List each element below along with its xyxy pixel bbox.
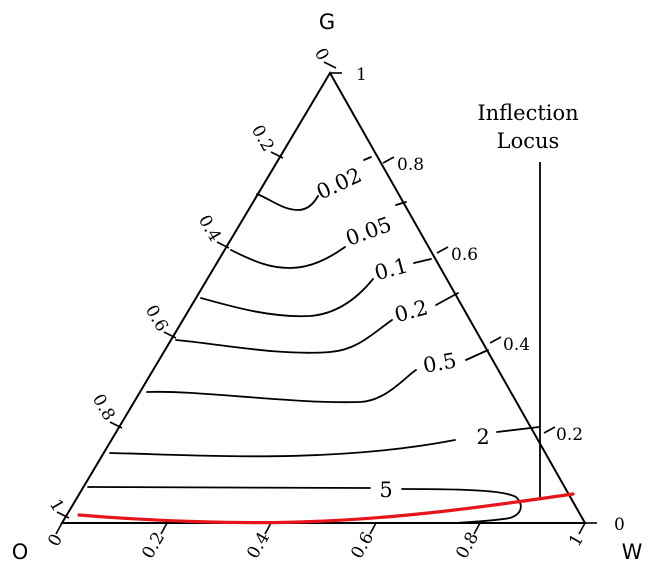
bottom-tick-label-0.6: 0.6: [347, 529, 378, 562]
contour-2-tail: [496, 426, 540, 433]
contour-lines: [87, 156, 540, 524]
vertex-label-g: G: [319, 10, 335, 34]
right-edge-ticks: [330, 72, 597, 524]
right-tick-label-0.2: 0.2: [556, 425, 583, 445]
contour-label-0.02: 0.02: [313, 163, 366, 205]
left-tick-label-0.2: 0.2: [247, 122, 278, 155]
bottom-edge-ticks: [55, 522, 586, 535]
contour-label-2: 2: [476, 425, 489, 449]
contour-label-0.05: 0.05: [343, 212, 395, 251]
right-tick-label-0.4: 0.4: [503, 335, 530, 355]
left-edge-ticks: [56, 61, 337, 519]
annotation-line-2: Locus: [497, 129, 560, 153]
inflection-locus-annotation: Inflection Locus: [477, 101, 578, 153]
bottom-tick-label-0.8: 0.8: [452, 529, 483, 562]
contour-2: [109, 439, 456, 458]
right-edge-labels: 1 0.8 0.6 0.4 0.2 0: [356, 65, 625, 535]
contour-label-0.5: 0.5: [421, 348, 458, 377]
vertex-label-w: W: [622, 540, 643, 564]
contour-0.05: [230, 246, 346, 269]
contour-0.02-tail: [363, 156, 372, 161]
triangle-frame: [60, 71, 587, 524]
annotation-line-1: Inflection: [477, 101, 578, 125]
left-tick-label-1: 1: [45, 496, 68, 515]
right-tick-label-1: 1: [356, 65, 367, 85]
right-tick-label-0.8: 0.8: [397, 155, 424, 175]
contour-label-5: 5: [379, 478, 392, 502]
contour-0.5: [146, 369, 417, 404]
contour-0.02: [256, 193, 319, 211]
right-tick-label-0: 0: [614, 515, 625, 535]
bottom-tick-label-1: 1: [565, 531, 588, 550]
contour-5: [87, 486, 371, 489]
left-tick-label-0.6: 0.6: [141, 302, 172, 335]
bottom-tick-label-0.2: 0.2: [138, 529, 169, 562]
contour-0.5-tail: [465, 349, 489, 361]
contour-label-0.1: 0.1: [372, 253, 410, 285]
left-tick-label-0.4: 0.4: [194, 212, 225, 245]
bottom-tick-label-0.4: 0.4: [243, 529, 274, 562]
contour-0.1: [200, 278, 374, 318]
left-edge-labels: 0 0.2 0.4 0.6 0.8 1: [45, 45, 333, 515]
vertex-label-o: O: [12, 540, 29, 564]
contour-0.1-tail: [413, 258, 432, 264]
contour-5-tail: [401, 488, 522, 524]
left-tick-label-0: 0: [310, 45, 333, 64]
contour-labels: 0.02 0.05 0.1 0.2 0.5 2 5: [313, 163, 490, 502]
contour-0.05-tail: [395, 201, 407, 206]
right-tick-label-0.6: 0.6: [451, 245, 478, 265]
bottom-edge-labels: 0 0.2 0.4 0.6 0.8 1: [44, 529, 588, 562]
contour-0.2: [175, 319, 393, 354]
red-locus-curve: [77, 492, 575, 525]
contour-0.2-tail: [435, 292, 459, 306]
left-tick-label-0.8: 0.8: [88, 391, 119, 424]
contour-label-0.2: 0.2: [392, 295, 430, 327]
